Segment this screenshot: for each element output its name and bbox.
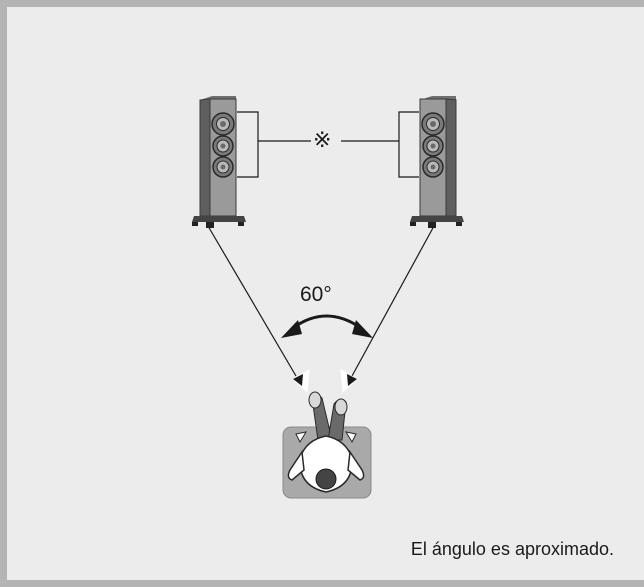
angle-label: 60° — [300, 283, 332, 306]
angle-arc — [281, 314, 373, 338]
listener-icon — [287, 391, 365, 493]
distance-bracket — [237, 111, 419, 178]
right-speaker-icon — [410, 96, 464, 228]
left-speaker-icon — [192, 96, 246, 228]
left-arrow-icon — [293, 374, 303, 386]
right-sound-line — [351, 225, 435, 377]
right-arrow-icon — [347, 374, 357, 386]
approximation-note: El ángulo es aproximado. — [410, 539, 614, 559]
left-sound-line — [207, 225, 297, 377]
distance-mark: ※ — [313, 127, 332, 152]
